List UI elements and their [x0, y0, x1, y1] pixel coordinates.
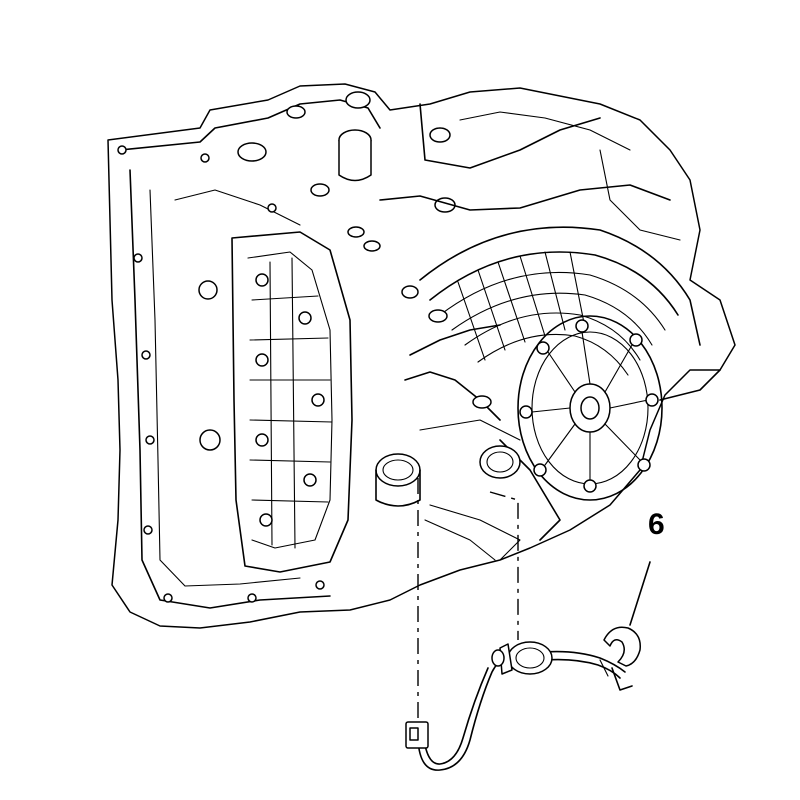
harness-connector [405, 721, 429, 749]
speed-sensor-harness [405, 561, 651, 771]
flange-bolt-holes [117, 145, 325, 603]
sensor-bores [375, 285, 521, 561]
valve-body [198, 231, 353, 573]
flange-spokes [531, 331, 649, 481]
installation-guide-lines [417, 478, 519, 720]
valve-body-bolts [198, 273, 325, 527]
harness-clip [599, 626, 641, 691]
top-bosses [237, 91, 681, 252]
axle-flange [499, 315, 721, 541]
flange-bolts [519, 319, 659, 493]
speed-sensor [491, 641, 553, 675]
callout-label: 6 [648, 508, 665, 541]
transmission-case [107, 83, 736, 629]
side-cover-housing [404, 226, 701, 421]
callout-leader-line [629, 561, 651, 626]
